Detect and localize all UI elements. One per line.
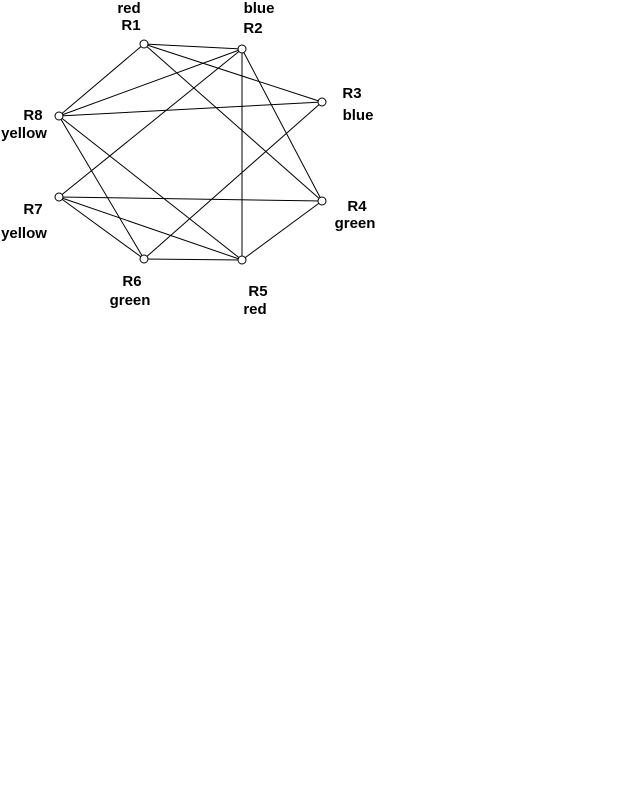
node-r6-color-label: green <box>109 292 151 309</box>
node-r1-color-label: red <box>117 0 141 17</box>
node-r2-label: R2 <box>243 20 263 37</box>
node-r8-label: R8 <box>23 107 43 124</box>
node-r2-color-label: blue <box>243 0 275 17</box>
node-r4-color-label: green <box>334 215 376 232</box>
node-r5 <box>237 255 247 265</box>
edge-r8-r6 <box>58 115 145 260</box>
node-r1-label: R1 <box>121 17 141 34</box>
edge-r1-r2 <box>143 43 243 50</box>
edge-r2-r7 <box>58 48 243 198</box>
edge-r2-r4 <box>241 48 323 202</box>
edge-r5-r4 <box>241 200 323 261</box>
edge-r6-r5 <box>143 258 243 261</box>
node-r1 <box>139 39 149 49</box>
edge-r6-r3 <box>143 101 323 260</box>
node-r3-label: R3 <box>342 85 362 102</box>
edge-r8-r5 <box>58 115 243 261</box>
edge-r1-r8 <box>58 43 145 117</box>
edge-r8-r3 <box>58 101 323 117</box>
edge-r7-r4 <box>58 196 323 202</box>
node-r3-color-label: blue <box>342 107 374 124</box>
node-r6-label: R6 <box>122 273 142 290</box>
node-r5-label: R5 <box>248 283 268 300</box>
node-r2 <box>237 44 247 54</box>
edge-r1-r3 <box>143 43 323 103</box>
node-r8-color-label: yellow <box>1 125 47 142</box>
node-r6 <box>139 254 149 264</box>
node-r4 <box>317 196 327 206</box>
edge-r2-r8 <box>58 48 243 117</box>
node-r3 <box>317 97 327 107</box>
node-r8 <box>54 111 64 121</box>
node-r7 <box>54 192 64 202</box>
edge-r1-r4 <box>143 43 323 202</box>
edge-r7-r5 <box>58 196 243 261</box>
node-r5-color-label: red <box>243 301 267 318</box>
node-r4-label: R4 <box>347 198 367 215</box>
edge-r7-r6 <box>58 196 145 260</box>
node-r7-label: R7 <box>23 201 43 218</box>
node-r7-color-label: yellow <box>1 225 47 242</box>
